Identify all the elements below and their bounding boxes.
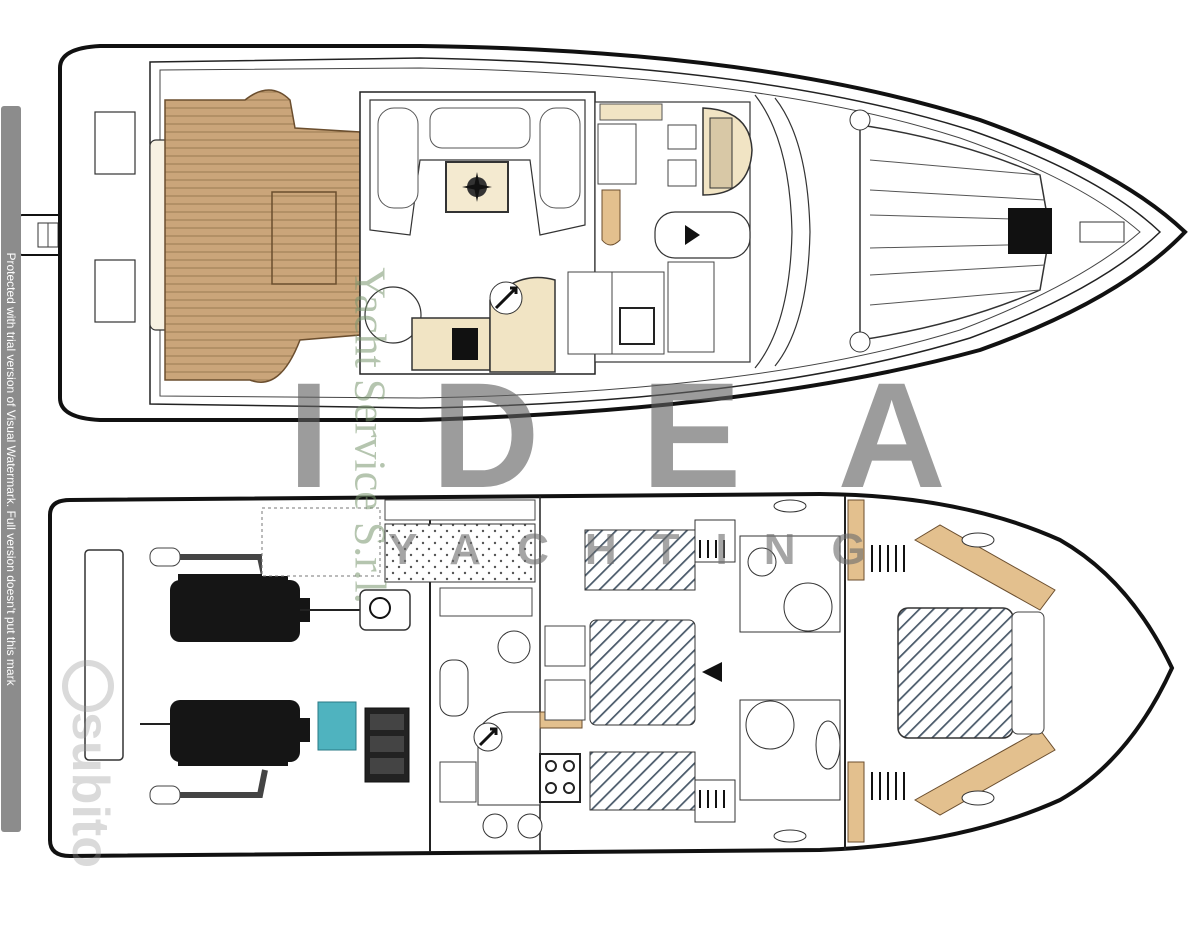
basin-aft [815,720,841,770]
stairs-arrow-icon [489,281,523,315]
sofa-cushion-right [539,107,581,209]
hanging-locker-2 [694,779,736,823]
master-locker-slats-upper [871,545,905,572]
helm-panel-left [667,124,697,150]
engine-icon [170,574,310,642]
helm-arrow-icon [685,225,700,245]
compass-rose-icon [462,172,492,202]
tv-unit [452,328,478,360]
corridor-arrow-icon [702,662,722,682]
bow-roller [1079,221,1125,243]
galley-sink [619,307,655,345]
berth-trim-port [914,524,1056,611]
locker-slats-2 [699,790,725,808]
gearbox [317,701,357,751]
helm-seat [597,123,637,185]
sofa-cushion-left [377,107,419,209]
anchor-locker [1008,208,1052,254]
saloon-armchair [364,286,422,344]
engine-room [140,547,411,805]
teak-hatch [271,191,337,285]
galley-sink-round [482,813,508,839]
master-locker-slats-lower [871,772,905,800]
shower-tray-aft [745,700,795,750]
helm-dash-trim [599,103,663,121]
lower-deck-view [48,491,1175,859]
guest-berth-middle [589,619,696,726]
main-gunwale [159,67,1141,399]
crew-area [261,507,381,577]
galley-sink-round-2 [517,813,543,839]
battery-bank [364,707,410,783]
transom-locker-lower [94,259,136,323]
foredeck-sunpad [859,124,1051,341]
helm-step [601,189,621,246]
cleat-port [849,109,871,131]
master-berth-pillows [1011,611,1045,735]
windscreen-inner [774,97,811,367]
basin-forward [747,547,777,577]
generator-dial [369,597,391,619]
galley-locker [439,761,477,803]
guest-berth-upper [584,529,696,591]
subito-watermark: subito [61,712,119,868]
porthole-mid-port [773,499,807,513]
master-berth [897,607,1014,739]
helm-instrument-stack [709,117,733,189]
stove-icon [539,753,581,803]
helm-panel-right [667,159,697,187]
galley-upper-left [567,271,613,355]
cabin-night-table-2 [544,679,586,721]
porthole-mid-starboard [773,829,807,843]
helm-hatch [654,211,751,259]
shower-tray-forward [783,582,833,632]
subito-logo-icon [62,660,114,712]
utility-cabinet [439,587,533,617]
transom-locker-upper [94,111,136,175]
engine-icon [170,700,310,766]
stairs-arrow-icon [473,722,503,752]
porthole-port [961,532,995,548]
exhaust-pipe-lower [180,769,268,798]
cabin-night-table-1 [544,625,586,667]
locker-slats-1 [699,540,725,558]
cleat-starboard [849,331,871,353]
galley-upper-right [667,261,715,353]
guest-berth-lower [589,751,696,811]
saloon-sofa [369,99,586,236]
shower-icon [439,659,469,717]
exhaust-port-upper [149,547,181,567]
trial-notice-strip: Protected with trial version of Visual W… [1,106,21,832]
fwd-bulkhead-trim-upper [847,499,865,581]
main-deck-edge [149,57,1162,409]
porthole-starboard [961,790,995,806]
windscreen-outer [754,94,793,369]
exhaust-port-lower [149,785,181,805]
storage-locker [384,523,536,583]
main-deck-view [17,44,1188,422]
storage-shelf [384,499,536,521]
sofa-cushion-back [429,107,531,149]
fwd-bulkhead-trim-lower [847,761,865,843]
toilet-icon [497,630,531,664]
berth-trim-starboard [914,729,1056,816]
bar-unit [411,317,491,371]
